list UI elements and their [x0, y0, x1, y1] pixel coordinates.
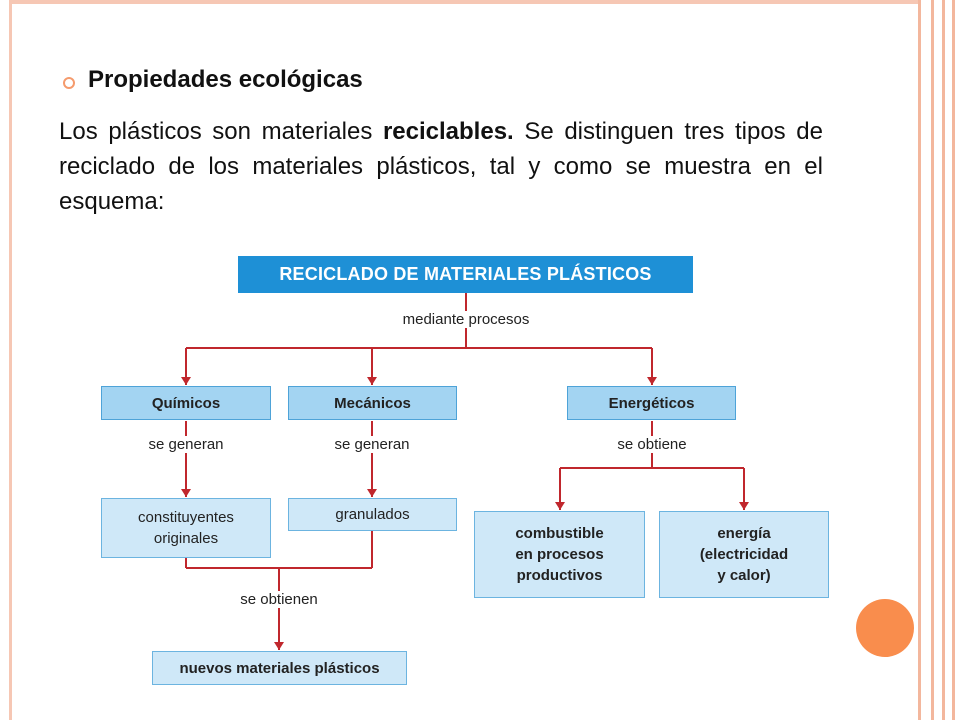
- mecanicos-box: Mecánicos: [288, 386, 457, 420]
- energeticos-connector-label: se obtiene: [614, 436, 690, 453]
- energia-line1: energía: [717, 525, 771, 542]
- slide-frame-left-border: [9, 0, 12, 720]
- combustible-line2: en procesos: [515, 546, 604, 563]
- energeticos-box: Energéticos: [567, 386, 736, 420]
- combustible-line1: combustible: [515, 525, 604, 542]
- quimicos-connector-label: se generan: [145, 436, 227, 453]
- combustible-line3: productivos: [516, 567, 603, 584]
- slide-heading: Propiedades ecológicas: [88, 66, 363, 93]
- energia-box: energía (electricidad y calor): [659, 511, 829, 598]
- slide-paragraph: Los plásticos son materiales reciclables…: [59, 114, 823, 219]
- energia-line2: (electricidad: [699, 546, 789, 563]
- combustible-box: combustible en procesos productivos: [474, 511, 645, 598]
- decorative-circle: [856, 599, 914, 657]
- quimicos-box: Químicos: [101, 386, 271, 420]
- energia-line3: y calor): [717, 567, 771, 584]
- granulados-box: granulados: [288, 498, 457, 531]
- root-connector-label: mediante procesos: [399, 311, 533, 328]
- constituyentes-box: constituyentes originales: [101, 498, 271, 558]
- constituyentes-line2: originales: [153, 530, 219, 547]
- merge-connector-label: se obtienen: [237, 591, 321, 608]
- slide-frame-top-border: [9, 0, 920, 4]
- decorative-stripes: [918, 0, 960, 720]
- paragraph-bold-term: reciclables.: [382, 118, 514, 145]
- constituyentes-line1: constituyentes: [138, 509, 234, 526]
- mecanicos-connector-label: se generan: [331, 436, 413, 453]
- paragraph-text-end: Se distinguen tres tipos de reciclado de…: [59, 118, 823, 215]
- bullet-icon: [63, 77, 75, 89]
- paragraph-text-start: Los plásticos son materiales: [59, 118, 383, 145]
- result-box: nuevos materiales plásticos: [152, 651, 407, 685]
- diagram-title-box: RECICLADO DE MATERIALES PLÁSTICOS: [238, 256, 693, 293]
